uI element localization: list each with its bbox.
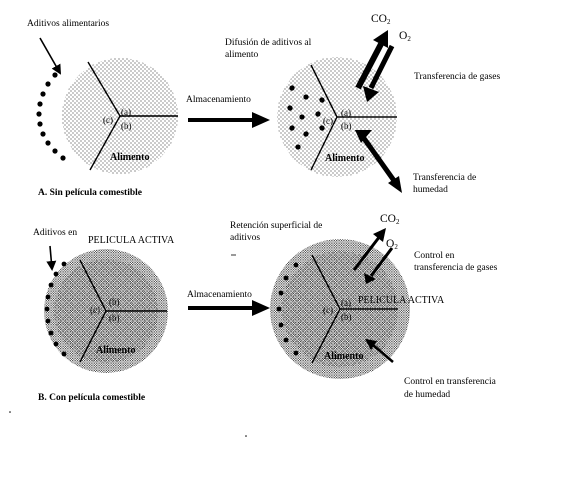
o2-subscript: 2 [407, 35, 411, 43]
co2-text: CO [371, 13, 387, 25]
panel-b-active-film-label: PELICULA ACTIVA [358, 295, 445, 306]
panel-a-storage-arrow [188, 112, 270, 128]
panel-a-diffusion-label-2: alimento [225, 50, 259, 60]
panel-b-retention-label-2: aditivos [230, 233, 261, 243]
panel-a-humidity-label-1: Transferencia de [413, 173, 477, 183]
panel-a-right-food-label: Alimento [325, 153, 365, 164]
panel-b-retained-additive-dots [276, 262, 299, 356]
panel-b-humidity-arrow [365, 339, 394, 363]
panel-b-film-additive-dots [44, 261, 67, 357]
panel-b-additives-pointer [46, 245, 57, 271]
panel-b-co2-label: CO2 [380, 213, 399, 226]
panel-a-o2-arrow [363, 44, 395, 102]
panel-a-right-segment-a: (a) [341, 108, 351, 118]
panel-a-food-left [62, 58, 178, 174]
panel-b-o2-arrow [364, 247, 394, 284]
panel-a-storage-label: Almacenamiento [186, 95, 251, 105]
stray-mark [245, 435, 247, 437]
panel-a-left-food-label: Alimento [110, 152, 150, 163]
panel-b-food-left [44, 249, 168, 373]
o2-text: O [399, 30, 408, 42]
panel-b-right-segment-c: (c) [323, 305, 333, 315]
panel-a-humidity-arrow [355, 130, 402, 193]
panel-a-humidity-label-2: humedad [413, 185, 448, 195]
panel-b-right-food-label: Alimento [324, 351, 364, 362]
panel-b-right-segment-b: (b) [341, 312, 352, 322]
panel-b-storage-label: Almacenamiento [187, 290, 252, 300]
co2-text: CO [380, 213, 396, 225]
panel-a-additive-dots [36, 72, 66, 161]
panel-a-o2-label: O2 [399, 30, 411, 43]
panel-b-co2-arrow [352, 228, 386, 271]
panel-b-left-segment-c: (c) [90, 305, 100, 315]
panel-b-o2-label: O2 [386, 238, 398, 251]
co2-subscript: 2 [395, 218, 400, 226]
panel-b-left-segment-b2: (b) [109, 313, 120, 323]
panel-b-right-segment-a: (a) [341, 298, 351, 308]
panel-a-additives-pointer [39, 37, 61, 75]
panel-b-additives-label-2: PELICULA ACTIVA [88, 235, 175, 246]
panel-b-retention-label-1: Retención superficial de [230, 221, 323, 231]
panel-a-food-right [277, 57, 397, 177]
panel-b-humidity-control-label-2: de humedad [404, 390, 451, 400]
panel-a-diffused-additive-dots [287, 85, 325, 150]
o2-text: O [386, 238, 395, 250]
panel-a-diffusion-label-1: Difusión de aditivos al [225, 38, 312, 48]
panel-a-left-segment-a: (a) [121, 107, 131, 117]
panel-b-left-segment-b1: (b) [109, 297, 120, 307]
panel-b-additives-label-1: Aditivos en [33, 228, 78, 238]
panel-a-right-segment-c: (c) [323, 116, 333, 126]
panel-a-caption: A. Sin película comestible [38, 188, 142, 198]
stray-mark [9, 411, 11, 413]
panel-a-additives-label: Aditivos alimentarios [27, 19, 110, 29]
panel-a-left-segment-b: (b) [121, 121, 132, 131]
panel-a-gas-transfer-label: Transferencia de gases [414, 72, 501, 82]
panel-a-co2-arrow [355, 30, 388, 90]
panel-b-left-food-label: Alimento [96, 345, 136, 356]
co2-subscript: 2 [386, 18, 391, 26]
panel-b-gas-control-label-2: transferencia de gases [414, 263, 498, 273]
panel-a-co2-label: CO2 [371, 13, 390, 26]
panel-b-caption: B. Con película comestible [38, 393, 146, 403]
o2-subscript: 2 [394, 243, 398, 251]
panel-b-storage-arrow [188, 300, 270, 316]
panel-b-humidity-control-label-1: Control en transferencia [404, 377, 496, 387]
panel-a-left-segment-c: (c) [103, 115, 113, 125]
panel-a-right-segment-b: (b) [341, 121, 352, 131]
panel-b-gas-control-label-1: Control en [414, 251, 455, 261]
